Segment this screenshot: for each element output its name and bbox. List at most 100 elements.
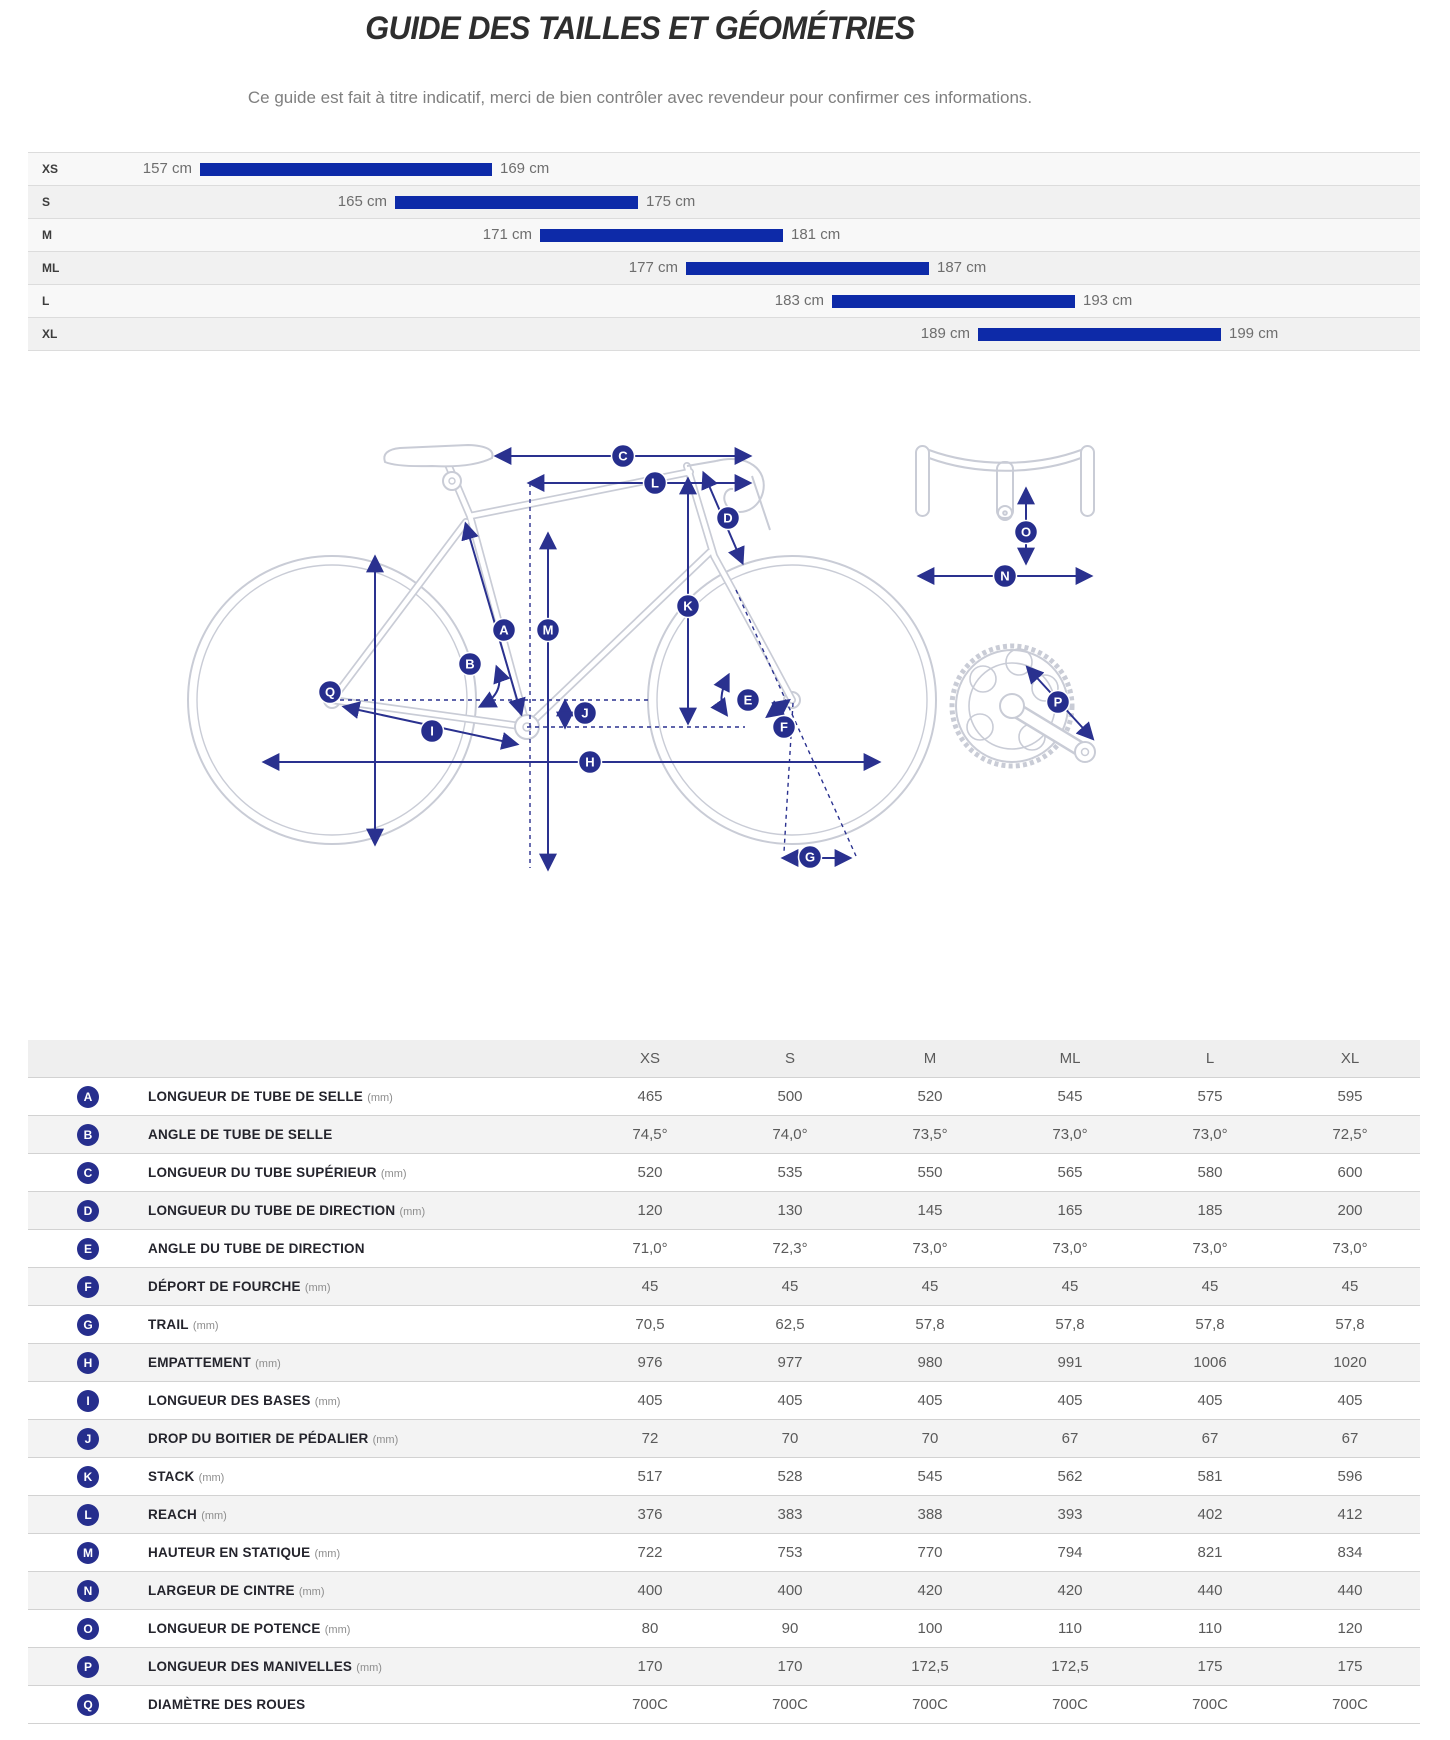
svg-text:I: I xyxy=(430,724,434,739)
row-label: ANGLE DU TUBE DE DIRECTION xyxy=(148,1241,365,1256)
svg-text:O: O xyxy=(1021,525,1031,540)
geometry-value: 200 xyxy=(1337,1202,1363,1219)
geometry-value: 120 xyxy=(1337,1620,1363,1637)
geometry-value: 165 xyxy=(1057,1202,1083,1219)
geometry-value: 185 xyxy=(1197,1202,1223,1219)
geometry-row-e: E ANGLE DU TUBE DE DIRECTION 71,0° 72,3° 73,… xyxy=(28,1229,1420,1268)
geometry-value: 45 xyxy=(781,1278,799,1295)
max-height-label: 187 cm xyxy=(937,259,987,276)
row-letter-badge: Q xyxy=(77,1693,99,1716)
row-unit: (mm) xyxy=(304,1282,331,1294)
diagram-badge-h: H xyxy=(577,749,603,775)
max-height-label: 169 cm xyxy=(500,160,550,177)
row-letter-badge: C xyxy=(77,1161,99,1184)
row-letter-badge: A xyxy=(77,1085,99,1108)
geometry-value: 45 xyxy=(1201,1278,1219,1295)
min-height-label: 183 cm xyxy=(774,292,824,309)
geometry-value: 175 xyxy=(1197,1658,1223,1675)
svg-text:C: C xyxy=(618,449,628,464)
geometry-value: 980 xyxy=(917,1354,943,1371)
geometry-value: 120 xyxy=(637,1202,663,1219)
geometry-value: 770 xyxy=(917,1544,943,1561)
geometry-value: 71,0° xyxy=(632,1240,668,1257)
geometry-value: 376 xyxy=(637,1506,663,1523)
geometry-value: 70 xyxy=(921,1430,939,1447)
svg-text:G: G xyxy=(805,850,815,865)
diagram-badge-n: N xyxy=(992,563,1018,589)
geometry-value: 67 xyxy=(1341,1430,1359,1447)
row-unit: (mm) xyxy=(356,1662,382,1674)
row-letter-badge: H xyxy=(77,1351,99,1374)
row-label: LONGUEUR DES BASES xyxy=(148,1393,311,1408)
empty-header-cell xyxy=(148,1040,580,1078)
min-height-label: 171 cm xyxy=(482,226,532,243)
empty-header-cell xyxy=(28,1040,148,1078)
geometry-value: 1020 xyxy=(1333,1354,1367,1371)
geometry-value: 520 xyxy=(637,1164,663,1181)
size-column-header-l: L xyxy=(1205,1050,1215,1067)
geometry-value: 700C xyxy=(1052,1696,1088,1713)
geometry-value: 420 xyxy=(917,1582,943,1599)
row-label: EMPATTEMENT xyxy=(148,1355,251,1370)
svg-text:F: F xyxy=(780,720,788,735)
geometry-value: 73,0° xyxy=(1052,1126,1088,1143)
min-height-label: 189 cm xyxy=(920,325,970,342)
diagram-badge-c: C xyxy=(610,443,636,469)
geometry-value: 73,0° xyxy=(1192,1126,1228,1143)
min-height-label: 165 cm xyxy=(337,193,387,210)
row-letter-badge: M xyxy=(77,1541,99,1564)
min-height-label: 177 cm xyxy=(628,259,678,276)
height-range-bar xyxy=(200,163,492,176)
row-letter-badge: F xyxy=(77,1275,99,1298)
geometry-value: 545 xyxy=(917,1468,943,1485)
svg-text:Q: Q xyxy=(325,685,335,700)
size-column-header-s: S xyxy=(784,1050,795,1067)
geometry-value: 73,0° xyxy=(1332,1240,1368,1257)
geometry-value: 110 xyxy=(1058,1620,1082,1637)
geometry-value: 90 xyxy=(781,1620,799,1637)
geometry-value: 700C xyxy=(1192,1696,1228,1713)
geometry-value: 700C xyxy=(912,1696,948,1713)
geometry-value: 73,5° xyxy=(912,1126,948,1143)
geometry-value: 383 xyxy=(777,1506,803,1523)
geometry-value: 596 xyxy=(1337,1468,1363,1485)
geometry-value: 700C xyxy=(1332,1696,1368,1713)
size-column-header-xs: XS xyxy=(639,1050,660,1067)
svg-text:K: K xyxy=(683,599,693,614)
svg-text:A: A xyxy=(499,623,509,638)
svg-text:J: J xyxy=(581,706,588,721)
diagram-badge-q: Q xyxy=(317,679,343,705)
geometry-value: 991 xyxy=(1057,1354,1083,1371)
row-label: LONGUEUR DE TUBE DE SELLE xyxy=(148,1089,364,1104)
geometry-value: 465 xyxy=(637,1088,663,1105)
geometry-value: 45 xyxy=(921,1278,939,1295)
geometry-value: 45 xyxy=(641,1278,659,1295)
row-unit: (mm) xyxy=(372,1434,399,1446)
row-letter-badge: E xyxy=(77,1237,99,1260)
geometry-value: 535 xyxy=(777,1164,803,1181)
row-unit: (mm) xyxy=(198,1472,225,1484)
size-label: S xyxy=(42,195,51,209)
geometry-value: 100 xyxy=(917,1620,943,1637)
diagram-badge-o: O xyxy=(1013,519,1039,545)
svg-text:L: L xyxy=(651,476,659,491)
geometry-value: 722 xyxy=(637,1544,663,1561)
geometry-value: 110 xyxy=(1198,1620,1222,1637)
row-label: ANGLE DE TUBE DE SELLE xyxy=(148,1127,333,1142)
height-range-bar xyxy=(832,295,1075,308)
geometry-value: 72,3° xyxy=(772,1240,808,1257)
height-range-bar xyxy=(540,229,783,242)
